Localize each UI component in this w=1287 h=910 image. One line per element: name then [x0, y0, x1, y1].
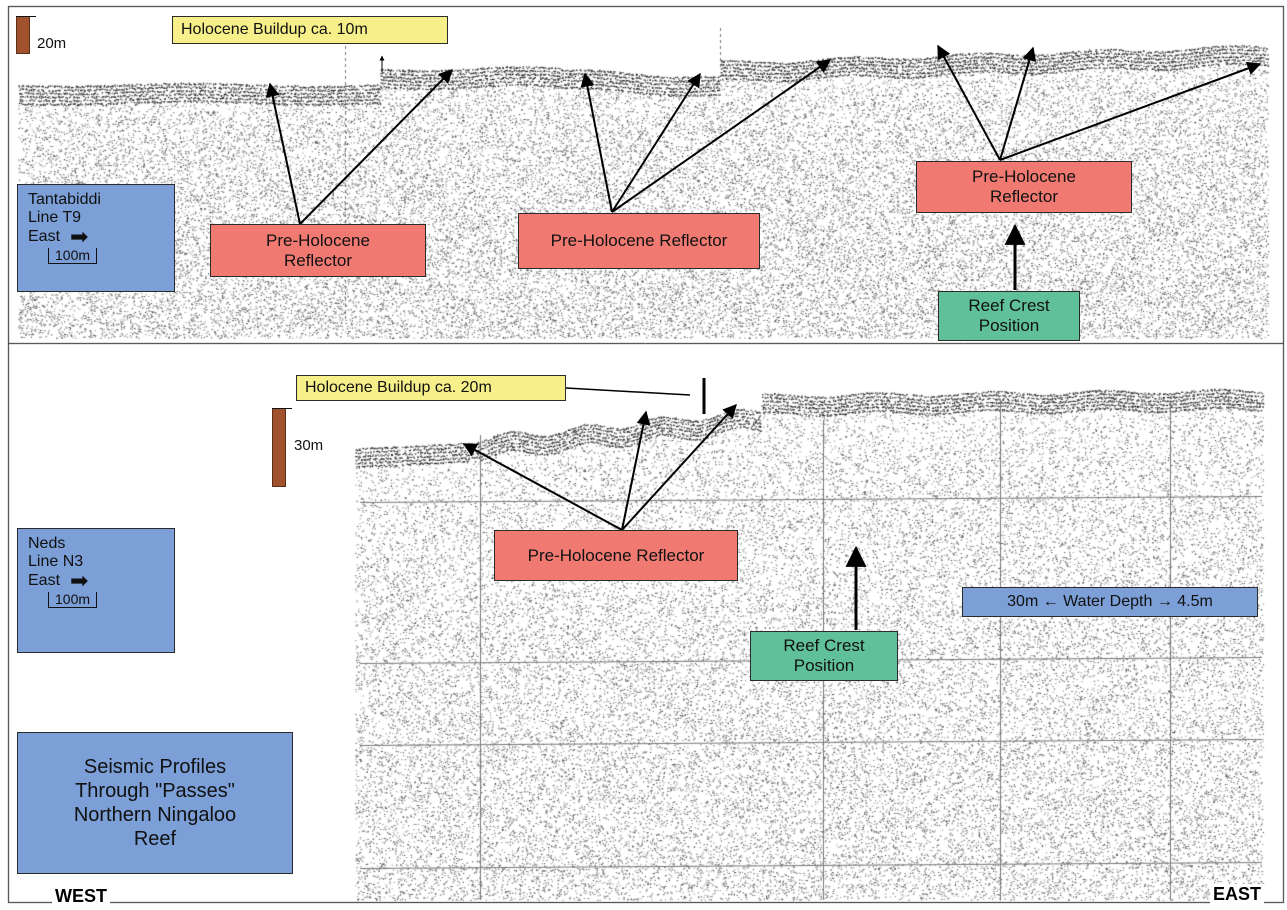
scale-bar-bottom: [272, 408, 286, 487]
arrow-top-mid-1: [580, 72, 613, 213]
right-arrow-icon: ➡: [70, 223, 89, 249]
arrow-top-mid-2: [611, 72, 701, 213]
holocene-buildup-top-label: Holocene Buildup ca. 10m: [172, 16, 448, 44]
info-name-top: Tantabiddi: [28, 191, 101, 208]
scale-label-bottom: 30m: [292, 437, 326, 454]
info-box-neds: Neds Line N3 East ➡ 100m: [17, 528, 175, 653]
water-depth-label: 30m ← Water Depth → 4.5m: [962, 587, 1258, 617]
compass-east: EAST: [1210, 884, 1265, 905]
info-direction-top-label: East: [28, 227, 61, 245]
arrow-top-right-3: [999, 61, 1262, 161]
reef-crest-position-top: Reef Crest Position: [938, 291, 1080, 341]
info-scale-bottom: 100m: [48, 592, 98, 609]
info-scale-top: 100m: [48, 248, 98, 265]
info-box-tantabiddi: Tantabiddi Line T9 East ➡ 100m: [17, 184, 175, 292]
arrow-top-left-1: [265, 82, 301, 225]
figure-title-box: Seismic Profiles Through "Passes" Northe…: [17, 732, 293, 874]
info-line-top: Line T9: [28, 209, 82, 227]
pre-holocene-reflector-top-right: Pre-Holocene Reflector: [916, 161, 1132, 213]
info-direction-bottom: East ➡: [28, 567, 164, 593]
pre-holocene-reflector-top-left: Pre-Holocene Reflector: [210, 224, 426, 277]
scale-bar-top-tick: [16, 16, 36, 17]
arrow-top-left-2: [299, 69, 453, 225]
compass-west: WEST: [52, 886, 110, 907]
reef-crest-position-bottom: Reef Crest Position: [750, 631, 898, 681]
scale-bar-bottom-tick: [272, 408, 292, 409]
info-name-bottom: Neds: [28, 535, 66, 552]
info-direction-top: East ➡: [28, 223, 164, 249]
pre-holocene-reflector-top-middle: Pre-Holocene Reflector: [518, 213, 760, 269]
arrow-top-right-1: [937, 44, 1001, 161]
arrow-bottom-1: [462, 443, 623, 531]
pre-holocene-reflector-bottom: Pre-Holocene Reflector: [494, 530, 738, 581]
scale-bar-top: [16, 16, 30, 54]
arrow-top-mid-3: [611, 59, 832, 213]
holocene-buildup-bottom-label: Holocene Buildup ca. 20m: [296, 375, 566, 401]
buildup-leader-line: [565, 387, 691, 396]
info-line-bottom: Line N3: [28, 553, 84, 571]
info-direction-bottom-label: East: [28, 571, 61, 589]
arrow-top-right-2: [999, 46, 1037, 161]
right-arrow-icon: ➡: [70, 567, 89, 593]
scale-label-top: 20m: [35, 35, 69, 52]
arrow-bottom-2: [621, 410, 651, 531]
arrow-bottom-3: [621, 403, 737, 531]
